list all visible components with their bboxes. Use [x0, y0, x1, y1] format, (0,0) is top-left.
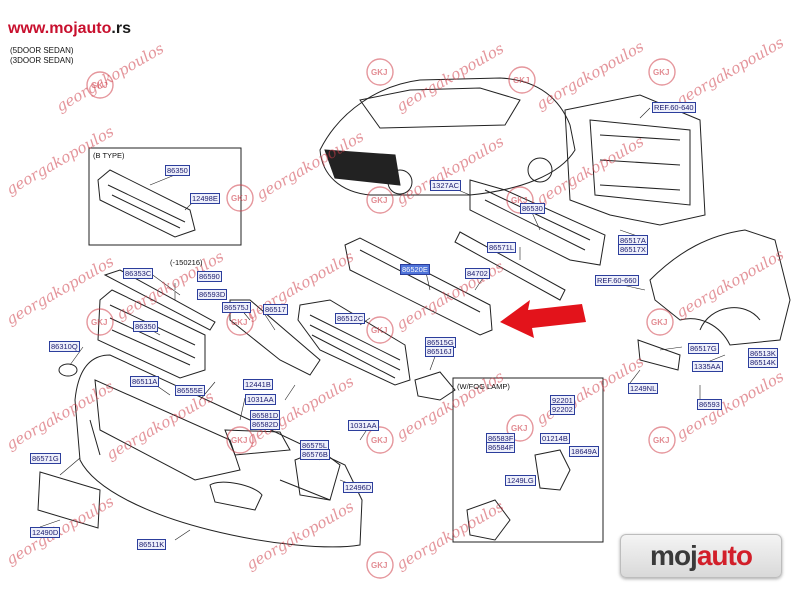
date-range-note: (-150216): [170, 258, 203, 267]
part-label-86517x[interactable]: 86517X: [618, 244, 648, 255]
part-label-86517[interactable]: 86517: [263, 304, 288, 315]
emblem: [58, 363, 78, 377]
part-label-1031aa-2[interactable]: 1031AA: [348, 420, 379, 431]
part-label-01214b[interactable]: 01214B: [540, 433, 570, 444]
fender: [649, 229, 791, 346]
fog-lamp-callout-frame: [452, 377, 604, 543]
part-label-86575j[interactable]: 86575J: [222, 302, 251, 313]
part-label-12441b[interactable]: 12441B: [243, 379, 273, 390]
site-url[interactable]: www.mojauto.rs: [8, 20, 131, 38]
part-label-86590[interactable]: 86590: [197, 271, 222, 282]
part-label-86584f[interactable]: 86584F: [486, 442, 516, 453]
part-label-86353c[interactable]: 86353C: [123, 268, 154, 279]
bumper-cover: [74, 354, 363, 548]
upper-grille: [97, 289, 206, 379]
part-label-1327ac[interactable]: 1327AC: [430, 180, 462, 191]
part-label-86576b[interactable]: 86576B: [300, 449, 330, 460]
part-label-86310q[interactable]: 86310Q: [49, 341, 80, 352]
part-label-86512c[interactable]: 86512C: [335, 313, 366, 324]
ref-label-60-660[interactable]: REF.60-660: [595, 275, 639, 286]
part-label-86555e[interactable]: 86555E: [175, 385, 205, 396]
variant-5door: (5DOOR SEDAN): [10, 46, 74, 55]
logo-part-1: moj: [650, 540, 698, 571]
part-label-1031aa-1[interactable]: 1031AA: [245, 394, 276, 405]
site-url-suffix: .rs: [111, 20, 131, 37]
fog-lamp-cover-left: [414, 371, 456, 401]
part-label-1249lg[interactable]: 1249LG: [505, 475, 536, 486]
part-label-12498e[interactable]: 12498E: [190, 193, 220, 204]
radiator-support: [564, 94, 706, 226]
part-label-18649a[interactable]: 18649A: [569, 446, 599, 457]
bumper-beam: [469, 179, 606, 266]
lower-grille: [297, 299, 411, 386]
part-label-86516j[interactable]: 86516J: [425, 346, 454, 357]
part-label-86593[interactable]: 86593: [697, 399, 722, 410]
part-label-86593d[interactable]: 86593D: [197, 289, 228, 300]
absorber: [344, 237, 493, 336]
ref-label-60-640[interactable]: REF.60-640: [652, 102, 696, 113]
site-url-prefix: www.: [8, 20, 50, 37]
part-label-86571l[interactable]: 86571L: [487, 242, 517, 253]
part-label-86511k[interactable]: 86511K: [137, 539, 167, 550]
part-label-86514k[interactable]: 86514K: [748, 357, 778, 368]
part-label-12490d[interactable]: 12490D: [30, 527, 61, 538]
part-label-86517g[interactable]: 86517G: [688, 343, 719, 354]
fog-lamp-callout-title: (W/FOG LAMP): [457, 382, 510, 391]
car-outline: [319, 77, 576, 196]
part-label-86350-mid[interactable]: 86350: [133, 321, 158, 332]
license-plate-bracket: [37, 471, 101, 529]
part-label-86530[interactable]: 86530: [520, 203, 545, 214]
part-label-1249nl[interactable]: 1249NL: [628, 383, 659, 394]
part-label-86582d[interactable]: 86582D: [250, 419, 281, 430]
part-label-86520e[interactable]: 86520E: [400, 264, 430, 275]
part-label-86350-top[interactable]: 86350: [165, 165, 190, 176]
part-label-12496d[interactable]: 12496D: [343, 482, 374, 493]
b-type-callout-title: (B TYPE): [93, 151, 125, 160]
site-url-brand: mojauto: [49, 20, 112, 37]
part-label-1335aa[interactable]: 1335AA: [692, 361, 723, 372]
part-label-86571g[interactable]: 86571G: [30, 453, 61, 464]
logo-part-2: auto: [696, 540, 753, 571]
variant-list: (5DOOR SEDAN) (3DOOR SEDAN): [10, 46, 74, 66]
variant-3door: (3DOOR SEDAN): [10, 56, 74, 65]
part-label-92202[interactable]: 92202: [550, 404, 575, 415]
part-label-86511a[interactable]: 86511A: [130, 376, 160, 387]
part-label-84702[interactable]: 84702: [465, 268, 490, 279]
